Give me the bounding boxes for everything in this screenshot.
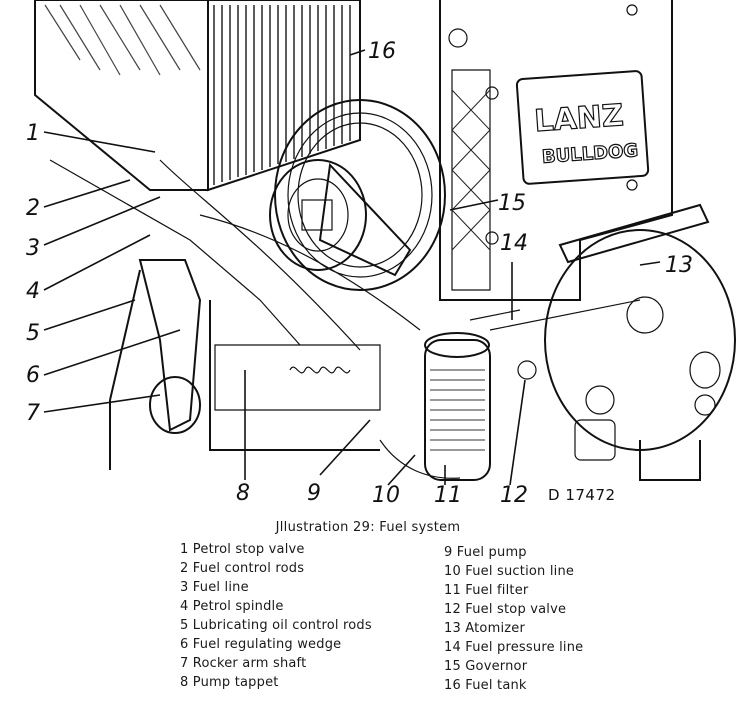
- legend-item: 5 Lubricating oil control rods: [180, 618, 372, 633]
- fuel-filter-drawing: [379, 332, 537, 481]
- callout-2: 2: [26, 196, 40, 221]
- governor-drawing: [269, 99, 446, 291]
- callout-5: 5: [26, 321, 40, 346]
- logo-lanz: LANZ: [533, 98, 624, 139]
- legend-item: 9 Fuel pump: [444, 545, 527, 560]
- legend-item: 11 Fuel filter: [444, 583, 529, 598]
- legend-item: 13 Atomizer: [444, 621, 526, 636]
- pipe-drawing: [49, 159, 710, 351]
- legend-left: 1 Petrol stop valve 2 Fuel control rods …: [180, 540, 372, 692]
- callout-1: 1: [26, 121, 40, 146]
- callout-15: 15: [498, 191, 526, 216]
- pump-and-head-drawing: [109, 229, 736, 481]
- fuel-system-illustration: LANZ BULLDOG: [26, 0, 736, 508]
- legend-item: 1 Petrol stop valve: [180, 542, 305, 557]
- callout-16: 16: [368, 39, 396, 64]
- callout-12: 12: [500, 483, 528, 508]
- legend-right: 9 Fuel pump 10 Fuel suction line 11 Fuel…: [444, 543, 583, 695]
- callout-4: 4: [26, 279, 40, 304]
- figure-caption: Jllustration 29: Fuel system: [275, 520, 461, 535]
- fuel-tank-drawing: [34, 0, 361, 192]
- legend-item: 10 Fuel suction line: [444, 564, 575, 579]
- legend-item: 4 Petrol spindle: [180, 599, 284, 614]
- logo-bulldog: BULLDOG: [541, 140, 639, 168]
- leader-lines: [43, 49, 661, 486]
- legend-item: 3 Fuel line: [180, 580, 249, 595]
- engine-block-drawing: [439, 0, 673, 301]
- legend-item: 15 Governor: [444, 659, 528, 674]
- callout-6: 6: [26, 363, 40, 388]
- callout-9: 9: [307, 481, 321, 506]
- callout-8: 8: [236, 481, 250, 506]
- callout-11: 11: [434, 483, 462, 508]
- drawing-code: D 17472: [548, 486, 616, 504]
- callout-3: 3: [26, 236, 40, 261]
- legend-item: 8 Pump tappet: [180, 675, 279, 690]
- callout-10: 10: [372, 483, 400, 508]
- callout-7: 7: [26, 401, 40, 426]
- legend-item: 14 Fuel pressure line: [444, 640, 584, 655]
- legend-item: 16 Fuel tank: [444, 678, 527, 693]
- legend-item: 7 Rocker arm shaft: [180, 656, 307, 671]
- legend-item: 2 Fuel control rods: [180, 561, 305, 576]
- callout-13: 13: [665, 253, 693, 278]
- legend-item: 12 Fuel stop valve: [444, 602, 567, 617]
- legend-item: 6 Fuel regulating wedge: [180, 637, 342, 652]
- callout-14: 14: [500, 231, 528, 256]
